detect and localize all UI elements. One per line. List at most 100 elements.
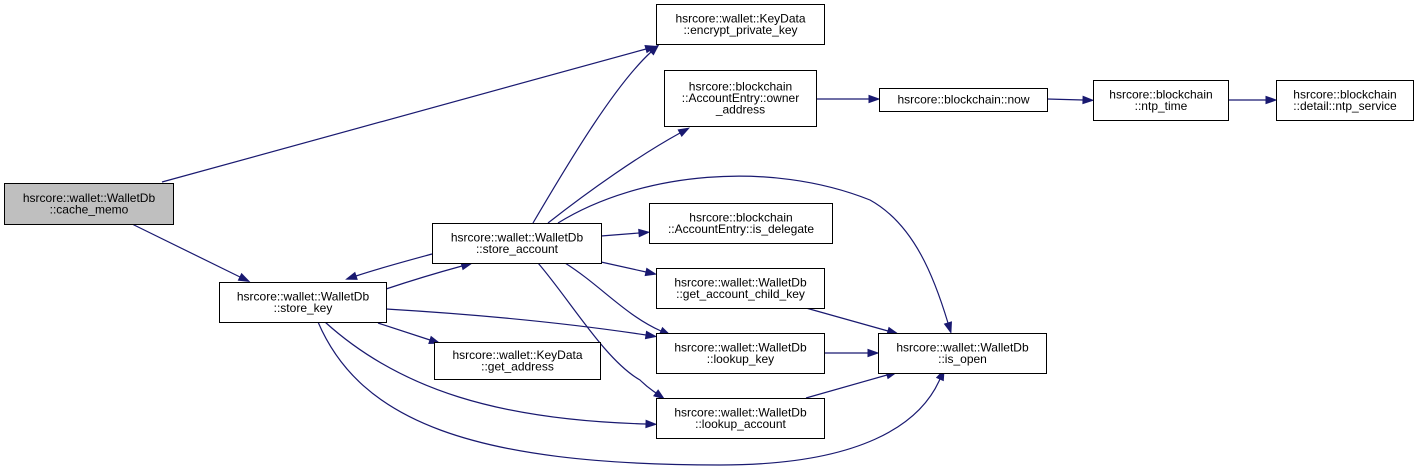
- node-label-line: hsrcore::blockchain::now: [897, 93, 1029, 107]
- arrowhead-icon: [1082, 95, 1095, 105]
- node-box: [656, 268, 825, 309]
- node-ntp-service[interactable]: hsrcore::blockchain::detail::ntp_service: [1276, 80, 1414, 121]
- node-box: [1276, 80, 1414, 121]
- node-label-line: hsrcore::wallet::WalletDb: [674, 275, 807, 289]
- node-label-line: ::store_key: [274, 301, 333, 315]
- edge-store_account-to-is_open: [557, 175, 952, 334]
- edge-line: [317, 321, 941, 466]
- edge-store_account-to-owner_address: [547, 127, 691, 224]
- node-label-line: _address: [715, 103, 765, 117]
- edge-line: [355, 253, 433, 277]
- edge-store_account-to-encrypt_private_key: [532, 44, 660, 224]
- arrowhead-icon: [645, 419, 658, 429]
- node-get-account-child-key[interactable]: hsrcore::wallet::WalletDb::get_account_c…: [656, 268, 825, 309]
- node-blockchain-now[interactable]: hsrcore::blockchain::now: [879, 88, 1048, 112]
- node-is-delegate[interactable]: hsrcore::blockchain::AccountEntry::is_de…: [649, 203, 833, 244]
- node-box: [656, 333, 825, 374]
- node-box: [656, 398, 825, 439]
- arrowhead-icon: [345, 271, 358, 280]
- edge-store_account-to-lookup_account: [537, 262, 666, 400]
- edge-line: [377, 322, 431, 341]
- edge-store_key-to-is_open: [317, 321, 945, 466]
- edge-lookup_account-to-is_open: [805, 370, 899, 399]
- node-is-open[interactable]: hsrcore::wallet::WalletDb::is_open: [878, 333, 1047, 374]
- node-label-line: ::store_account: [476, 242, 559, 256]
- node-cache-memo[interactable]: hsrcore::wallet::WalletDb::cache_memo: [4, 183, 174, 225]
- node-label-line: ::detail::ntp_service: [1293, 99, 1397, 113]
- edge-line: [547, 132, 681, 224]
- edge-line: [564, 262, 662, 332]
- node-lookup-key[interactable]: hsrcore::wallet::WalletDb::lookup_key: [656, 333, 825, 374]
- edge-line: [385, 308, 647, 336]
- edge-line: [1046, 98, 1084, 101]
- arrowhead-icon: [1265, 95, 1278, 105]
- node-store-key[interactable]: hsrcore::wallet::WalletDb::store_key: [219, 282, 387, 323]
- arrowhead-icon: [237, 272, 251, 283]
- node-label-line: ::is_open: [938, 352, 987, 366]
- node-label-line: ::lookup_account: [695, 417, 786, 431]
- node-box: [879, 88, 1048, 112]
- node-ntp-time[interactable]: hsrcore::blockchain::ntp_time: [1093, 80, 1229, 121]
- edge-line: [532, 51, 652, 224]
- edge-line: [557, 175, 949, 324]
- node-box: [649, 203, 833, 244]
- node-encrypt-private-key[interactable]: hsrcore::wallet::KeyData::encrypt_privat…: [656, 4, 825, 45]
- arrowhead-icon: [644, 267, 658, 277]
- edge-line: [131, 223, 241, 278]
- edge-line: [161, 48, 647, 183]
- edge-blockchain_now-to-ntp_time: [1046, 95, 1095, 105]
- node-label-line: hsrcore::wallet::WalletDb: [23, 191, 156, 205]
- node-box: [4, 183, 174, 225]
- arrowhead-icon: [868, 94, 881, 104]
- node-lookup-account[interactable]: hsrcore::wallet::WalletDb::lookup_accoun…: [656, 398, 825, 439]
- node-get-address[interactable]: hsrcore::wallet::KeyData::get_address: [434, 342, 601, 380]
- node-label-line: hsrcore::wallet::WalletDb: [896, 340, 1029, 354]
- node-label-line: hsrcore::wallet::WalletDb: [674, 340, 807, 354]
- arrowhead-icon: [943, 321, 952, 334]
- node-box: [219, 282, 387, 323]
- node-box: [878, 333, 1047, 374]
- node-box: [656, 4, 825, 45]
- edge-cache_memo-to-encrypt_private_key: [161, 44, 658, 183]
- node-box: [1093, 80, 1229, 121]
- node-label-line: hsrcore::wallet::WalletDb: [451, 230, 584, 244]
- node-label-line: ::get_address: [481, 359, 554, 373]
- node-label-line: hsrcore::blockchain: [689, 80, 792, 94]
- arrowhead-icon: [677, 127, 691, 138]
- edge-line: [600, 261, 647, 273]
- edge-line: [805, 307, 889, 332]
- node-box: [432, 223, 602, 264]
- arrowhead-icon: [647, 44, 660, 56]
- edge-line: [324, 321, 647, 425]
- arrowhead-icon: [867, 348, 880, 358]
- edge-ntp_time-to-ntp_service: [1228, 95, 1278, 105]
- node-store-account[interactable]: hsrcore::wallet::WalletDb::store_account: [432, 223, 602, 264]
- arrowhead-icon: [644, 330, 658, 340]
- edge-owner_address-to-blockchain_now: [816, 94, 881, 104]
- node-label-line: ::lookup_key: [707, 352, 774, 366]
- edge-line: [805, 374, 888, 399]
- arrowhead-icon: [653, 389, 666, 400]
- node-label-line: hsrcore::blockchain: [1293, 87, 1396, 101]
- edge-line: [600, 232, 640, 237]
- node-label-line: ::cache_memo: [50, 202, 129, 216]
- edge-store_account-to-is_delegate: [600, 228, 651, 238]
- node-box: [664, 70, 817, 127]
- edge-store_key-to-store_account: [385, 261, 474, 290]
- node-owner-address[interactable]: hsrcore::blockchain::AccountEntry::owner…: [664, 70, 817, 127]
- edge-line: [537, 262, 657, 394]
- edge-store_key-to-lookup_key: [385, 308, 658, 340]
- node-label-line: ::ntp_time: [1135, 99, 1188, 113]
- edge-store_account-to-store_key: [345, 253, 433, 280]
- node-label-line: hsrcore::wallet::WalletDb: [674, 405, 807, 419]
- node-label-line: hsrcore::blockchain: [689, 210, 792, 224]
- edge-store_account-to-get_account_child_key: [600, 261, 658, 277]
- node-box: [434, 342, 601, 380]
- node-label-line: hsrcore::wallet::KeyData: [675, 11, 805, 25]
- node-label-line: ::encrypt_private_key: [683, 23, 797, 37]
- edge-get_account_child_key-to-is_open: [805, 307, 900, 336]
- node-label-line: hsrcore::blockchain: [1109, 87, 1212, 101]
- arrowhead-icon: [638, 228, 651, 238]
- node-label-line: ::get_account_child_key: [676, 287, 805, 301]
